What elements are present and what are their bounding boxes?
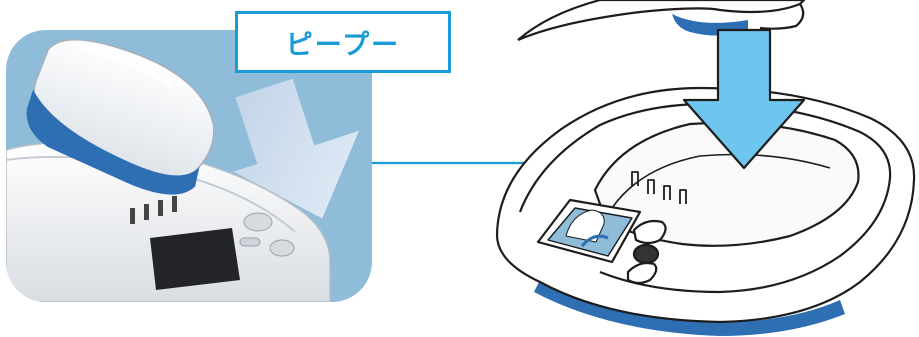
base-unit-cradle — [593, 121, 860, 247]
detail-button-1 — [243, 212, 273, 232]
detail-button-2 — [269, 239, 295, 257]
press-down-arrow-icon — [682, 28, 806, 170]
callout-label: ピープー — [235, 11, 451, 73]
detail-display — [150, 228, 240, 290]
base-unit-knob — [632, 243, 660, 265]
handheld-top-drawing — [517, 0, 806, 42]
base-unit-blue-band — [534, 280, 845, 336]
detail-pins — [130, 196, 177, 224]
detail-panel — [6, 30, 372, 302]
detail-button-3 — [239, 237, 261, 247]
detail-arrow-icon — [233, 78, 359, 219]
base-unit-drawing — [495, 86, 916, 336]
base-unit-slider — [632, 219, 667, 245]
detail-handheld — [26, 39, 215, 195]
base-unit-pins — [631, 171, 687, 204]
